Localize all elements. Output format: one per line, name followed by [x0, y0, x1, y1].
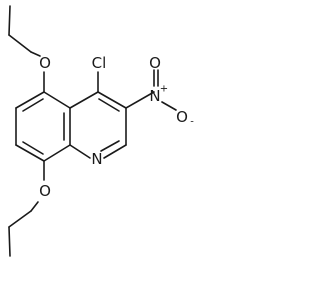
nitro-plus-charge: + — [160, 84, 168, 95]
nitro-oxygen-right-label: O — [176, 108, 188, 126]
bond-c4-c3 — [97, 91, 127, 109]
bond-c4a-c5 — [43, 91, 71, 109]
ring-nitrogen-label: N — [91, 150, 102, 168]
bond-n1-c8a — [69, 144, 91, 159]
bond-ethyl-bottom-1 — [8, 210, 32, 228]
chlorine-label: Cl — [92, 54, 107, 72]
bond-o-top-ch2 — [30, 51, 41, 57]
bond-c4a-c4 — [69, 91, 99, 109]
oxygen-top-label: O — [39, 54, 51, 72]
double-bond-c5-c6 — [22, 98, 44, 112]
oxygen-bottom-label: O — [39, 182, 51, 200]
double-bond-c2-n1 — [100, 140, 120, 152]
double-bond-c4-c3 — [98, 98, 120, 112]
bond-c8-c8a — [43, 144, 71, 162]
bond-ethyl-bottom-2 — [8, 226, 11, 257]
nitro-nitrogen-label: N — [149, 87, 160, 105]
bond-c5-c6 — [15, 91, 45, 109]
bond-c7-c8 — [15, 144, 45, 162]
bond-ethyl-top-2 — [8, 34, 32, 53]
chemical-structure: O Cl N + O O - N O — [8, 5, 194, 257]
nitro-oxygen-top-label: O — [149, 54, 161, 72]
bond-n-o-right — [161, 101, 177, 111]
bond-c3-n-nitro — [125, 91, 155, 109]
nitro-minus-charge: - — [190, 117, 194, 128]
bond-c2-n1 — [103, 144, 127, 159]
bond-o-bottom-ch2 — [30, 201, 39, 212]
double-bond-c7-c8 — [22, 141, 44, 155]
bond-ethyl-top-1 — [8, 5, 11, 36]
